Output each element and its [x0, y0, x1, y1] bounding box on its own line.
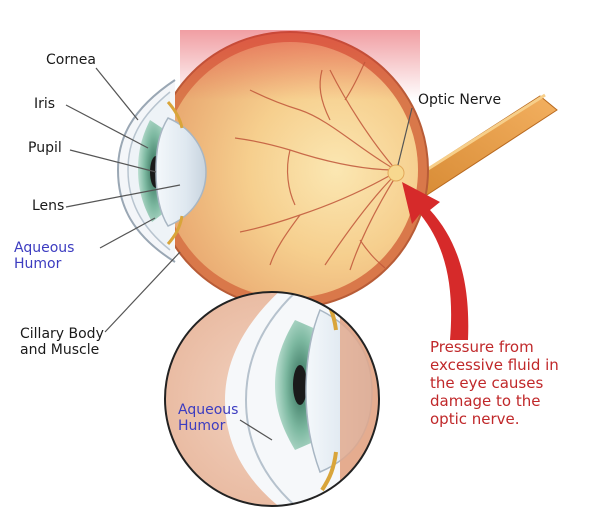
pupil-label: Pupil	[28, 140, 62, 156]
callout-line: damage to the	[430, 392, 540, 410]
optic-nerve-label: Optic Nerve	[418, 92, 501, 108]
aqueous-humor-label-line2: Humor	[14, 256, 62, 272]
inset-aqueous-humor-label-line1: Aqueous	[178, 402, 238, 418]
inset-aqueous-humor-label-line2: Humor	[178, 418, 226, 434]
callout-line: optic nerve.	[430, 410, 520, 428]
lens-label: Lens	[32, 198, 64, 214]
callout-line: Pressure from	[430, 338, 534, 356]
callout-line: the eye causes	[430, 374, 543, 392]
callout-line: excessive fluid in	[430, 356, 559, 374]
cornea-label: Cornea	[46, 52, 96, 68]
pressure-callout: Pressure from excessive fluid in the eye…	[430, 338, 559, 428]
inset-magnified-view	[165, 282, 380, 515]
cillary-body-label-line1: Cillary Body	[20, 326, 104, 342]
aqueous-humor-label-line1: Aqueous	[14, 240, 74, 256]
cillary-body-label-line2: and Muscle	[20, 342, 99, 358]
iris-label: Iris	[34, 96, 55, 112]
pressure-arrow	[402, 182, 468, 340]
optic-disc	[388, 165, 404, 181]
